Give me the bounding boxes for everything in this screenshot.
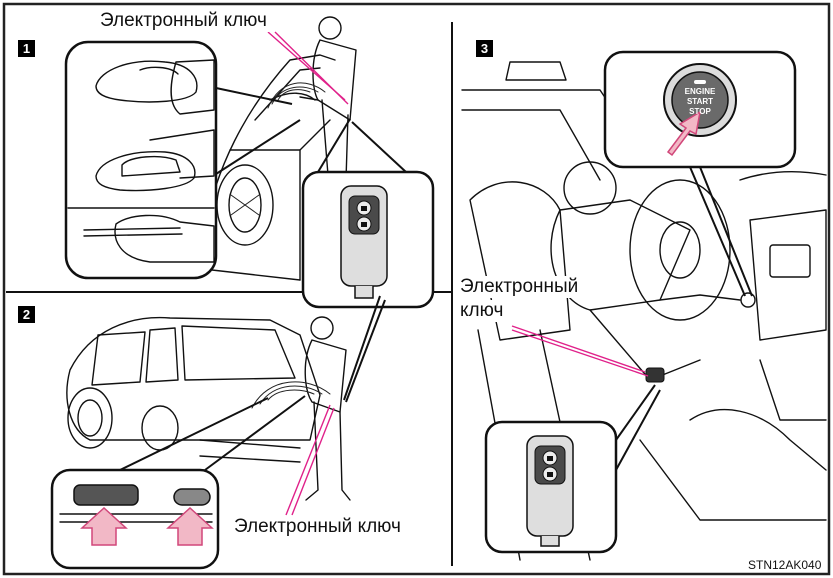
electronic-key-label-1: Электронный ключ	[98, 10, 269, 32]
door-handle-inset	[66, 42, 216, 278]
button-text-line3: STOP	[689, 107, 711, 116]
button-text-line1: ENGINE	[685, 87, 716, 96]
pointer-line	[275, 32, 348, 104]
button-text-line2: START	[687, 97, 713, 106]
panel-3-art	[462, 52, 826, 560]
panel-number-2: 2	[18, 306, 35, 323]
electronic-key-label-3-line1: Электронный	[458, 276, 580, 298]
panel-number-1: 1	[18, 40, 35, 57]
pointer-line	[512, 326, 645, 372]
panel-number-3: 3	[476, 40, 493, 57]
electronic-key-label-3-line2: ключ	[458, 300, 505, 322]
image-code: STN12AK040	[748, 558, 821, 572]
electronic-key-label-2: Электронный ключ	[232, 516, 403, 538]
panel-1-art	[66, 17, 433, 307]
